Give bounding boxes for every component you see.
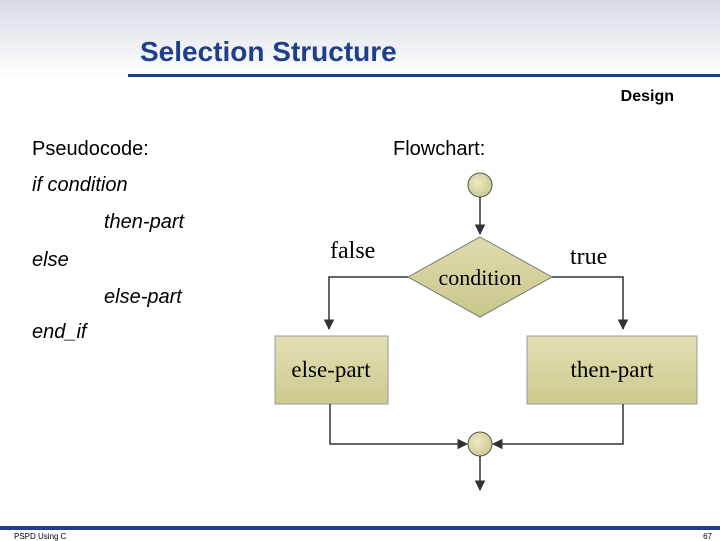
pseudocode-line-else: else bbox=[32, 249, 69, 271]
true-label: true bbox=[570, 244, 607, 270]
else-merge-arrow bbox=[329, 404, 469, 450]
slide-title: Selection Structure bbox=[140, 36, 397, 67]
true-branch-arrow bbox=[552, 276, 629, 331]
pseudocode-line-if: if condition bbox=[32, 174, 128, 196]
footer-course-label: PSPD Using C bbox=[14, 532, 67, 541]
footer-page-number: 67 bbox=[703, 532, 712, 541]
then-merge-arrow bbox=[491, 404, 624, 450]
header-band bbox=[0, 0, 720, 78]
start-node bbox=[467, 172, 493, 198]
flowchart-heading: Flowchart: bbox=[393, 138, 486, 160]
pseudocode-line-else-part: else-part bbox=[104, 286, 182, 308]
slide-subtitle: Design bbox=[620, 88, 674, 105]
merge-node bbox=[467, 431, 493, 457]
pseudocode-line-then: then-part bbox=[104, 211, 185, 233]
condition-label: condition bbox=[438, 265, 521, 290]
false-label: false bbox=[330, 238, 375, 264]
pseudocode-line-end-if: end_if bbox=[32, 321, 87, 343]
else-part-box bbox=[274, 335, 389, 405]
then-part-box-label: then-part bbox=[570, 357, 654, 382]
title-underline bbox=[128, 74, 720, 77]
condition-diamond bbox=[406, 236, 554, 318]
false-branch-arrow bbox=[323, 276, 408, 331]
pseudocode-heading: Pseudocode: bbox=[32, 138, 149, 160]
then-part-box bbox=[526, 335, 698, 405]
else-part-box-label: else-part bbox=[291, 357, 371, 382]
footer-rule bbox=[0, 526, 720, 530]
